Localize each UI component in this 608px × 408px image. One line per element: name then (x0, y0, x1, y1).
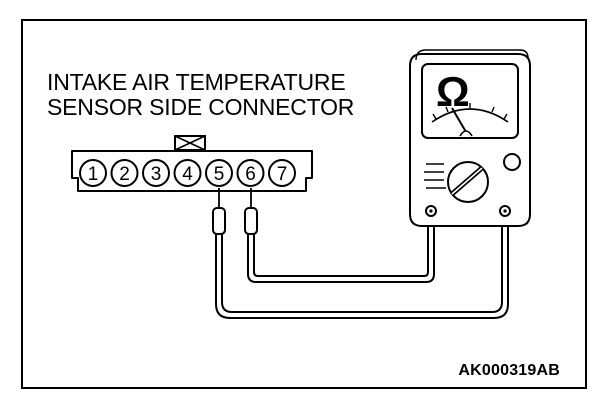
connector-pin-label: 4 (182, 164, 193, 185)
connector-pin-label: 7 (277, 164, 288, 185)
connector-pin-6 (236, 159, 265, 187)
connector-pin-label: 2 (119, 164, 130, 185)
connector-pin-label: 3 (151, 164, 162, 185)
range-selector (424, 161, 489, 203)
meter-scale (431, 108, 509, 123)
probe-pin-6 (244, 207, 258, 235)
connector-pin-4 (173, 159, 202, 187)
connector-pin-7 (268, 159, 296, 187)
outer-border (21, 19, 587, 389)
ohmmeter (409, 49, 531, 227)
ohm-symbol: Ω (436, 68, 470, 115)
figure-code: AK000319AB (458, 362, 560, 379)
meter-needle (451, 107, 467, 133)
test-leads (215, 213, 509, 319)
test-probes (212, 188, 258, 235)
probe-pin-5 (212, 207, 226, 235)
connector-pin-2 (110, 159, 139, 187)
diagram-title-line-1: INTAKE AIR TEMPERATURE (47, 69, 346, 95)
lead-pin-5 (215, 213, 509, 319)
zero-adjust-knob (503, 153, 521, 171)
connector-pin-label: 5 (214, 164, 225, 185)
connector-pin-1 (79, 159, 107, 187)
lead-pin-6 (247, 213, 435, 283)
diagram-title-line-2: SENSOR SIDE CONNECTOR (47, 94, 355, 120)
connector-pin-3 (142, 159, 170, 187)
meter-display (421, 63, 519, 139)
connector-pin-5 (205, 159, 233, 187)
connector-pin-label: 6 (245, 164, 256, 185)
connector-pin-label: 1 (88, 164, 99, 185)
